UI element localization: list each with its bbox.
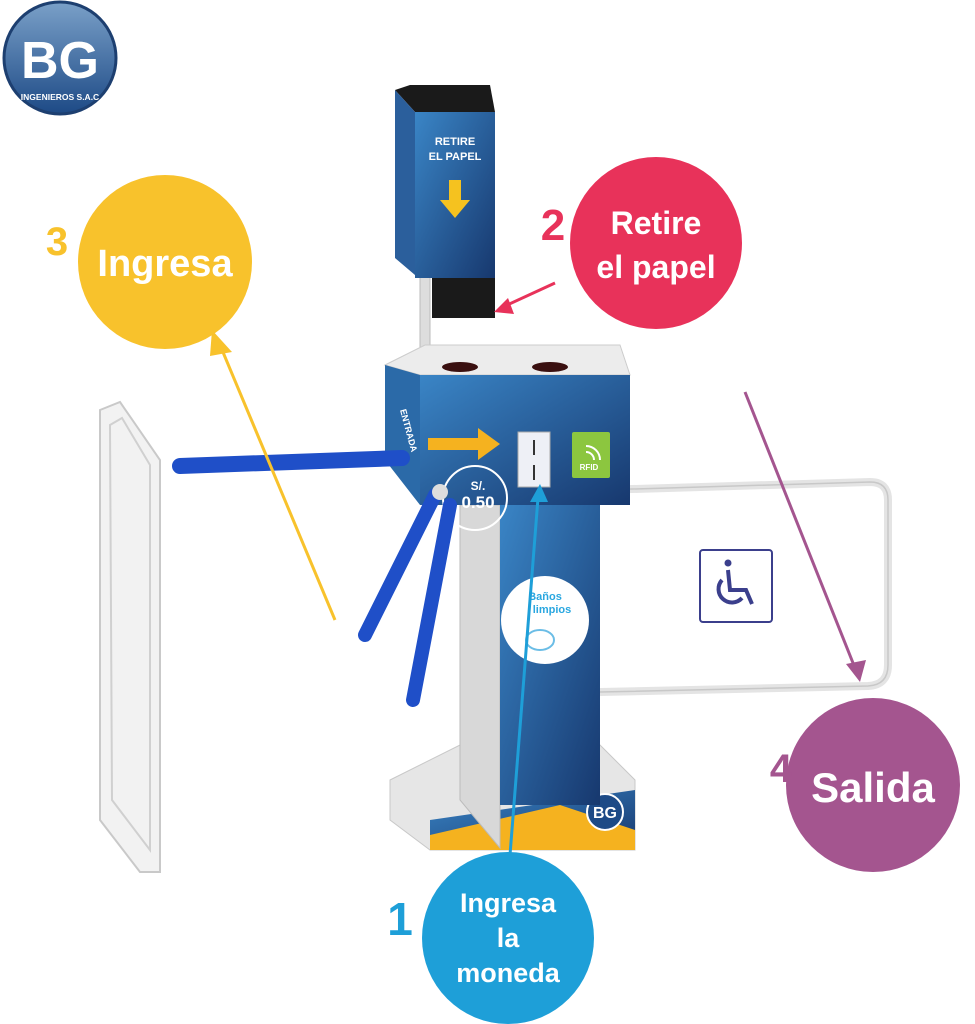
turnstile-arms[interactable] [172,450,457,707]
left-gate-panel [99,400,161,873]
step-arrows [210,281,866,856]
paper-dispenser: RETIRE EL PAPEL [395,85,495,318]
step-number: 1 [387,893,413,945]
right-arrow-icon [428,428,500,460]
down-arrow-icon [440,180,470,218]
step-2-callout: 2 Retire el papel [541,157,742,329]
step-number: 2 [541,201,565,250]
arrow-step-2 [504,281,556,308]
svg-text:Baños: Baños [528,591,562,603]
step-label: Ingresa [97,243,233,285]
step-label: Ingresa [460,888,557,918]
wheelchair-icon [716,559,754,605]
rfid-label: RFID [580,463,599,472]
arrow-step-4 [743,391,857,669]
step-label: el papel [596,249,715,285]
accessible-gate-handrail [599,477,892,696]
step-number: 4 [770,747,793,791]
svg-text:limpios: limpios [533,604,572,616]
price-value: 0.50 [461,493,494,512]
step-4-callout: 4 Salida [770,698,960,872]
logo-company-name: INGENIEROS S.A.C [21,92,99,102]
dispenser-label-1: RETIRE [435,136,475,148]
company-logo: BG INGENIEROS S.A.C [2,0,118,116]
logo-initials: BG [21,32,99,90]
step-label: Salida [811,764,935,811]
step-3-callout: 3 Ingresa [46,175,252,349]
step-label: la [497,923,521,953]
dispenser-post [419,269,431,351]
dispenser-label-2: EL PAPEL [429,151,482,163]
step-1-callout: 1 Ingresa la moneda [387,852,594,1024]
turnstile-head: ENTRADA RFID S/. 0.50 [383,344,631,531]
step-number: 3 [46,220,68,264]
wheelchair-sign [699,549,773,623]
banos-limpios-badge [501,576,589,664]
step-label: moneda [456,958,561,988]
arrow-step-3 [218,344,337,621]
svg-text:S/.: S/. [471,479,486,493]
arrow-step-1 [508,497,540,856]
svg-text:BG: BG [593,805,617,822]
step-label: Retire [611,205,702,241]
